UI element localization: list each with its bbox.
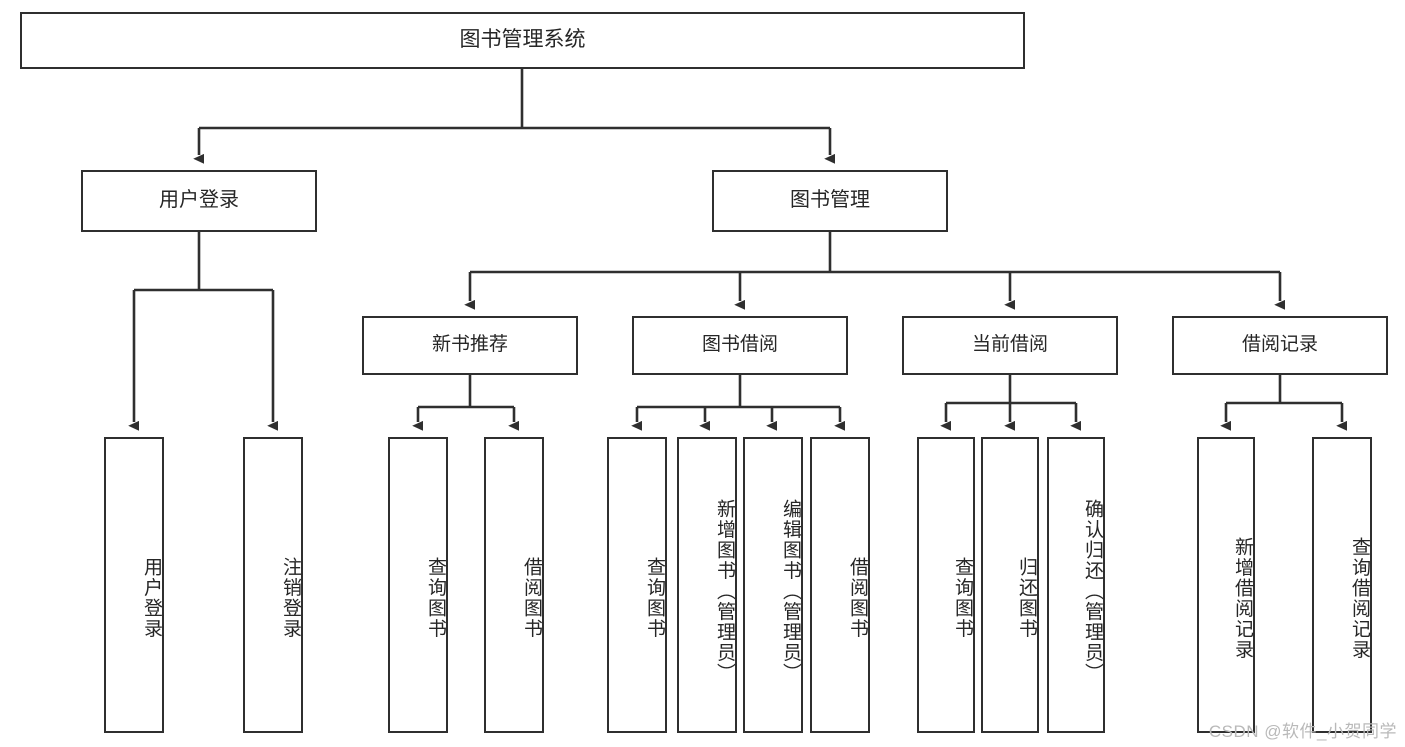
node-leaf-return-book[interactable]: 归还图书: [981, 437, 1039, 733]
node-leaf-borrow-book-1[interactable]: 借阅图书: [484, 437, 544, 733]
node-leaf-query-record-label: 查询借阅记录: [1349, 536, 1370, 660]
watermark: CSDN @软件_小贺同学: [1208, 722, 1397, 741]
node-user-login[interactable]: 用户登录: [81, 170, 317, 232]
node-leaf-logout[interactable]: 注销登录: [243, 437, 303, 733]
node-leaf-edit-book[interactable]: 编辑图书（管理员）: [743, 437, 803, 733]
node-leaf-edit-book-label: 编辑图书（管理员）: [780, 498, 801, 684]
node-leaf-add-record-label: 新增借阅记录: [1232, 536, 1253, 660]
node-leaf-query-book-2-label: 查询图书: [644, 557, 665, 639]
node-book-borrow[interactable]: 图书借阅: [632, 316, 848, 375]
node-book-mgmt-label: 图书管理: [790, 189, 870, 212]
node-leaf-borrow-book-1-label: 借阅图书: [521, 557, 542, 639]
node-user-login-label: 用户登录: [159, 189, 239, 212]
node-leaf-add-book[interactable]: 新增图书（管理员）: [677, 437, 737, 733]
node-leaf-confirm-return[interactable]: 确认归还（管理员）: [1047, 437, 1105, 733]
node-leaf-user-login-label: 用户登录: [141, 557, 162, 639]
node-leaf-borrow-book-2-label: 借阅图书: [847, 557, 868, 639]
node-root[interactable]: 图书管理系统: [20, 12, 1025, 69]
node-root-label: 图书管理系统: [459, 28, 586, 52]
node-leaf-query-book-3[interactable]: 查询图书: [917, 437, 975, 733]
node-book-borrow-label: 图书借阅: [701, 334, 778, 356]
node-leaf-add-book-label: 新增图书（管理员）: [714, 498, 735, 684]
node-leaf-query-book-2[interactable]: 查询图书: [607, 437, 667, 733]
node-current-borrow[interactable]: 当前借阅: [902, 316, 1118, 375]
node-new-book-rec-label: 新书推荐: [431, 334, 508, 356]
node-borrow-record[interactable]: 借阅记录: [1172, 316, 1388, 375]
node-leaf-query-book-3-label: 查询图书: [952, 557, 973, 639]
node-new-book-rec[interactable]: 新书推荐: [362, 316, 578, 375]
node-leaf-user-login[interactable]: 用户登录: [104, 437, 164, 733]
node-leaf-return-book-label: 归还图书: [1016, 557, 1037, 639]
node-current-borrow-label: 当前借阅: [971, 334, 1048, 356]
node-leaf-borrow-book-2[interactable]: 借阅图书: [810, 437, 870, 733]
node-leaf-query-record[interactable]: 查询借阅记录: [1312, 437, 1372, 733]
node-leaf-add-record[interactable]: 新增借阅记录: [1197, 437, 1255, 733]
node-leaf-query-book-1[interactable]: 查询图书: [388, 437, 448, 733]
node-leaf-confirm-return-label: 确认归还（管理员）: [1082, 498, 1103, 684]
node-borrow-record-label: 借阅记录: [1241, 334, 1318, 356]
node-book-mgmt[interactable]: 图书管理: [712, 170, 948, 232]
node-leaf-query-book-1-label: 查询图书: [425, 557, 446, 639]
node-leaf-logout-label: 注销登录: [280, 557, 301, 639]
